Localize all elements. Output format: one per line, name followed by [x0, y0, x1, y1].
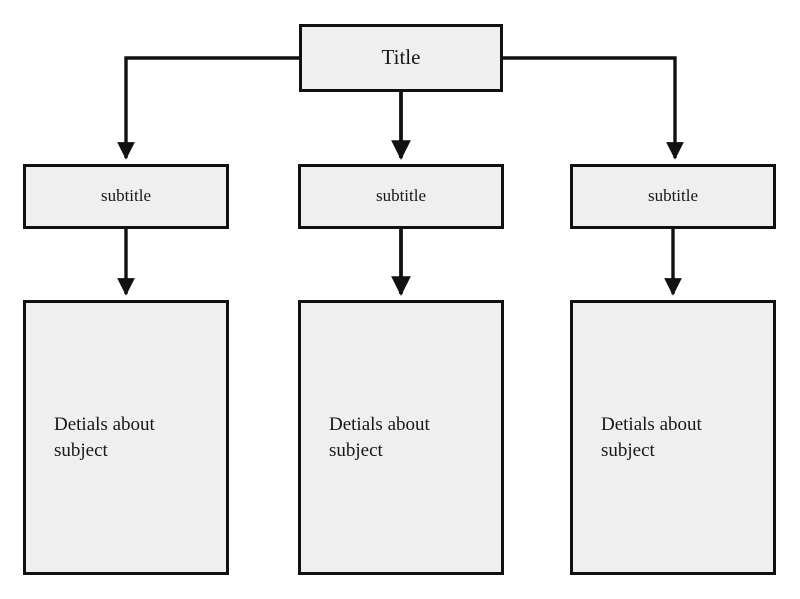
node-title-label: Title	[381, 45, 421, 70]
node-subtitle-0-label: subtitle	[100, 186, 152, 206]
node-details-1-label: Detials about subject	[329, 414, 430, 461]
node-subtitle-0[interactable]: subtitle	[23, 164, 229, 229]
node-details-2-label: Detials about subject	[601, 414, 702, 461]
node-details-2[interactable]: Detials about subject	[570, 300, 776, 575]
node-details-0-label: Detials about subject	[54, 414, 155, 461]
node-subtitle-2-label: subtitle	[647, 186, 699, 206]
node-subtitle-1[interactable]: subtitle	[298, 164, 504, 229]
node-title[interactable]: Title	[299, 24, 503, 92]
node-details-1[interactable]: Detials about subject	[298, 300, 504, 575]
node-subtitle-2[interactable]: subtitle	[570, 164, 776, 229]
node-details-0[interactable]: Detials about subject	[23, 300, 229, 575]
node-subtitle-1-label: subtitle	[375, 186, 427, 206]
connector-title-to-subtitle-0	[117, 56, 299, 160]
connector-title-to-subtitle-2	[503, 56, 684, 160]
